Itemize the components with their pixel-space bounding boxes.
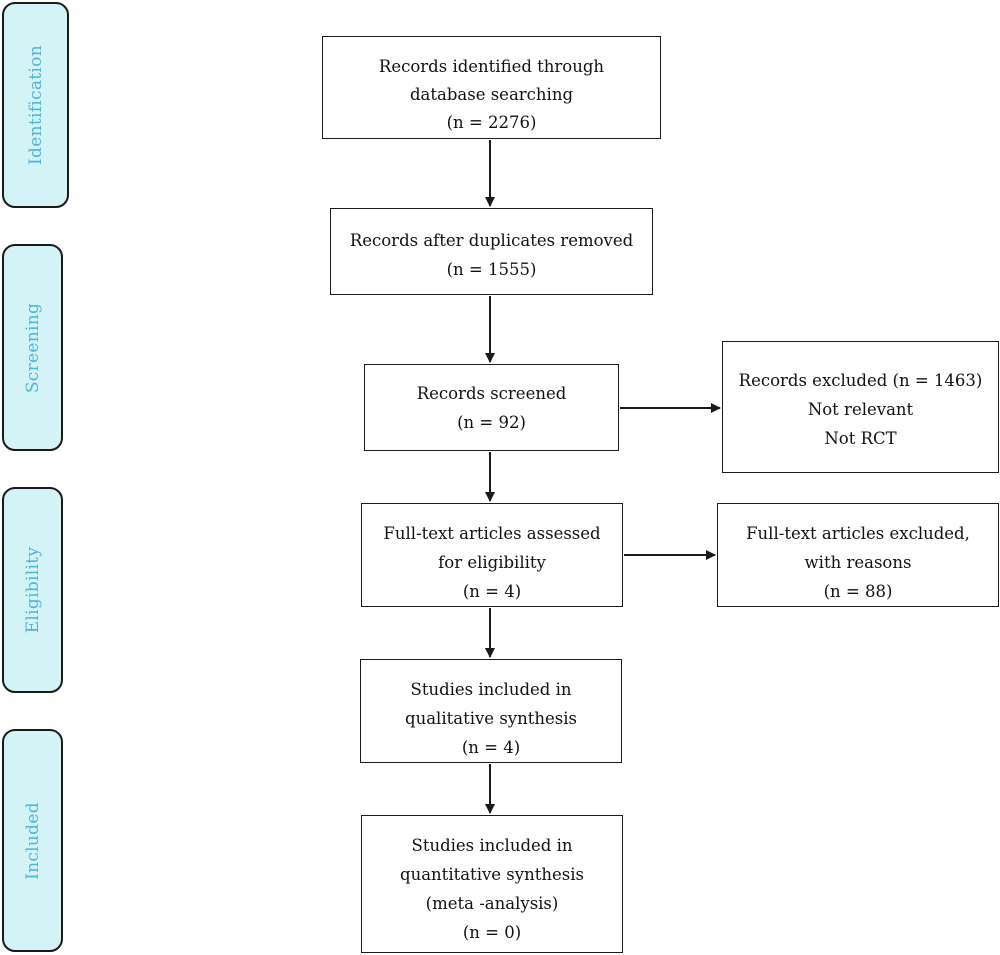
records-excluded-box: Records excluded (n = 1463) Not relevant…: [722, 341, 999, 473]
records-excluded-reason-2: Not RCT: [824, 429, 897, 448]
fulltext-excluded-box: Full-text articles excluded, with reason…: [717, 503, 999, 607]
records-dedup-box: Records after duplicates removed (n = 15…: [330, 208, 653, 295]
phase-eligibility: Eligibility: [2, 487, 63, 693]
phase-identification: Identification: [2, 2, 69, 208]
qualitative-synthesis-count: (n = 4): [461, 738, 521, 757]
fulltext-assessed-count: (n = 4): [462, 582, 522, 601]
records-identified-count: (n = 2276): [446, 113, 537, 132]
quantitative-synthesis-line3: (meta -analysis): [425, 894, 559, 913]
records-identified-box: Records identified through database sear…: [322, 36, 661, 139]
qualitative-synthesis-line1: Studies included in: [410, 680, 572, 699]
records-dedup-count: (n = 1555): [446, 260, 537, 279]
phase-identification-label: Identification: [25, 45, 46, 165]
quantitative-synthesis-box: Studies included in quantitative synthes…: [361, 815, 623, 953]
records-dedup-line1: Records after duplicates removed: [349, 231, 634, 250]
records-excluded-reason-1: Not relevant: [807, 400, 914, 419]
quantitative-synthesis-line1: Studies included in: [411, 836, 573, 855]
fulltext-excluded-count: (n = 88): [823, 582, 893, 601]
quantitative-synthesis-count: (n = 0): [462, 923, 522, 942]
phase-screening-label: Screening: [22, 302, 43, 393]
records-screened-line1: Records screened: [416, 384, 567, 403]
fulltext-excluded-line2: with reasons: [804, 553, 912, 572]
records-identified-line2: database searching: [409, 85, 574, 104]
phase-included: Included: [2, 729, 63, 952]
qualitative-synthesis-line2: qualitative synthesis: [405, 709, 577, 728]
qualitative-synthesis-box: Studies included in qualitative synthesi…: [360, 659, 622, 763]
fulltext-assessed-box: Full-text articles assessed for eligibil…: [361, 503, 623, 607]
records-screened-count: (n = 92): [457, 413, 526, 432]
records-excluded-line1: Records excluded (n = 1463): [738, 371, 983, 390]
records-screened-box: Records screened (n = 92): [364, 364, 619, 451]
fulltext-assessed-line1: Full-text articles assessed: [383, 524, 601, 543]
phase-included-label: Included: [22, 801, 43, 880]
records-identified-line1: Records identified through: [378, 57, 605, 76]
fulltext-assessed-line2: for eligibility: [438, 553, 546, 572]
fulltext-excluded-line1: Full-text articles excluded,: [746, 524, 970, 543]
quantitative-synthesis-line2: quantitative synthesis: [400, 865, 584, 884]
phase-eligibility-label: Eligibility: [22, 546, 43, 634]
phase-screening: Screening: [2, 244, 63, 451]
